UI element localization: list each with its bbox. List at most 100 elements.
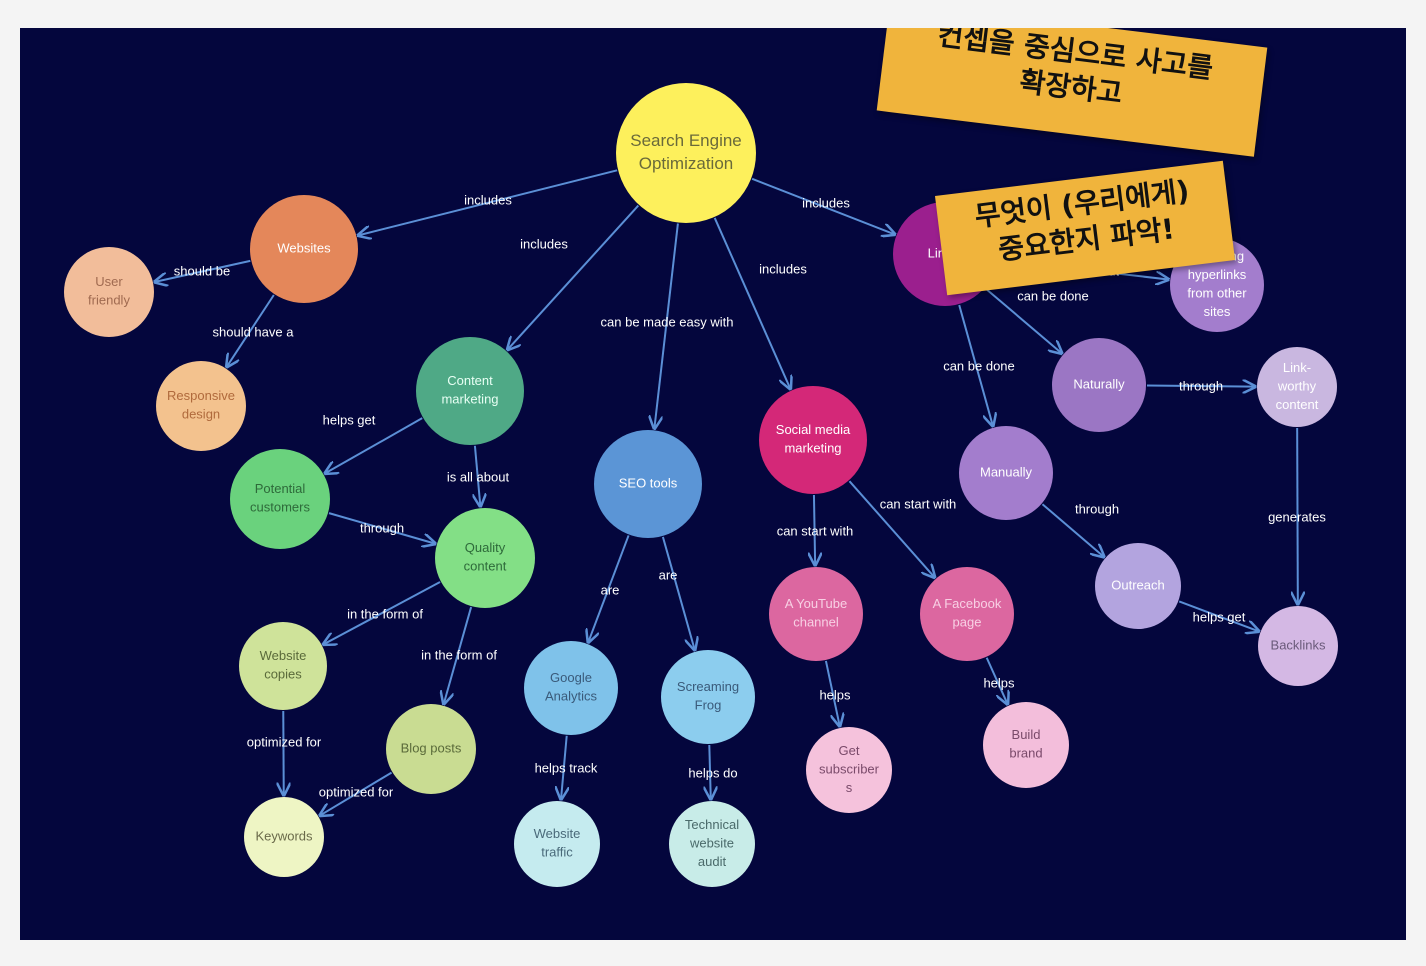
edge-youtube-to-subscribers	[824, 660, 840, 726]
node-label: friendly	[88, 293, 130, 308]
node-label: User	[95, 274, 123, 289]
edge-label: should be	[174, 263, 230, 278]
node-label: subscriber	[819, 761, 880, 776]
edge-facebook-to-brand	[985, 657, 1008, 704]
edge-seo-to-content-mkt	[508, 204, 640, 350]
node-facebook[interactable]: A Facebook page	[920, 567, 1014, 661]
node-label: Keywords	[255, 828, 313, 843]
node-naturally[interactable]: Naturally	[1052, 338, 1146, 432]
edge-label: can start with	[777, 523, 854, 538]
edge-label: optimized for	[247, 734, 322, 749]
edge-label: helps get	[323, 412, 376, 427]
edge-quality-to-website-copies	[324, 581, 441, 644]
node-manually[interactable]: Manually	[959, 426, 1053, 520]
edge-naturally-to-link-worthy	[1146, 385, 1255, 386]
node-label: customers	[250, 500, 310, 515]
edge-manually-to-outreach	[1041, 503, 1103, 557]
node-label: content	[464, 559, 507, 574]
edge-label: includes	[464, 192, 512, 207]
node-label: SEO tools	[619, 475, 678, 490]
edge-quality-to-blog-posts	[444, 606, 473, 704]
edges-layer	[155, 169, 1298, 816]
edge-seo-tools-to-google-analytics	[588, 535, 630, 642]
node-label: content	[1276, 397, 1319, 412]
edge-label: includes	[802, 195, 850, 210]
node-label: Potential	[255, 481, 306, 496]
node-label: Technical	[685, 817, 739, 832]
edge-label: in the form of	[347, 606, 423, 621]
edge-websites-to-responsive	[227, 294, 275, 367]
edge-label: can start with	[880, 496, 957, 511]
node-label: page	[953, 615, 982, 630]
node-circle	[435, 508, 535, 608]
node-circle	[239, 622, 327, 710]
node-label: Website	[260, 648, 307, 663]
edge-screaming-frog-to-technical-audit	[709, 744, 710, 799]
edge-label: helps	[819, 687, 851, 702]
node-user-friendly[interactable]: User friendly	[64, 247, 154, 337]
node-websites[interactable]: Websites	[250, 195, 358, 303]
edge-label: can be done	[1017, 288, 1089, 303]
node-circle	[1258, 606, 1338, 686]
edge-label: through	[1179, 378, 1223, 393]
node-circle	[250, 195, 358, 303]
node-label: A YouTube	[785, 596, 847, 611]
edge-label: can be made easy with	[601, 314, 734, 329]
node-outreach[interactable]: Outreach	[1095, 543, 1181, 629]
edge-blog-posts-to-keywords	[320, 771, 393, 816]
node-label: design	[182, 407, 220, 422]
node-label: marketing	[441, 392, 498, 407]
node-circle	[1257, 347, 1337, 427]
node-blog-posts[interactable]: Blog posts	[386, 704, 476, 794]
edge-seo-to-websites	[358, 169, 618, 235]
node-label: Link-	[1283, 360, 1311, 375]
node-label: Manually	[980, 464, 1033, 479]
node-label: traffic	[541, 845, 573, 860]
node-label: Frog	[695, 698, 722, 713]
node-circle	[983, 702, 1069, 788]
edge-label: through	[1075, 501, 1119, 516]
node-seo-tools[interactable]: SEO tools	[594, 430, 702, 538]
node-responsive[interactable]: Responsive design	[156, 361, 246, 451]
node-label: sites	[1204, 304, 1231, 319]
node-circle	[1095, 543, 1181, 629]
edge-label: helps do	[688, 765, 737, 780]
edge-label: should have a	[213, 324, 295, 339]
node-keywords[interactable]: Keywords	[244, 797, 324, 877]
edge-label: can be done	[943, 358, 1015, 373]
edge-outreach-to-backlinks	[1178, 600, 1258, 631]
edge-label: are	[659, 567, 678, 582]
node-label: Screaming	[677, 679, 739, 694]
node-backlinks[interactable]: Backlinks	[1258, 606, 1338, 686]
edge-social-to-facebook	[848, 480, 934, 577]
node-circle	[1052, 338, 1146, 432]
node-label: Websites	[277, 240, 331, 255]
edge-label: is all about	[447, 469, 510, 484]
node-circle	[769, 567, 863, 661]
node-circle	[64, 247, 154, 337]
edge-seo-to-link-building	[751, 177, 895, 235]
node-label: A Facebook	[933, 596, 1002, 611]
node-label: Responsive	[167, 388, 235, 403]
node-label: audit	[698, 854, 727, 869]
node-potential[interactable]: Potential customers	[230, 449, 330, 549]
edge-label: generates	[1268, 509, 1326, 524]
node-label: Google	[550, 670, 592, 685]
edge-label: are	[601, 582, 620, 597]
